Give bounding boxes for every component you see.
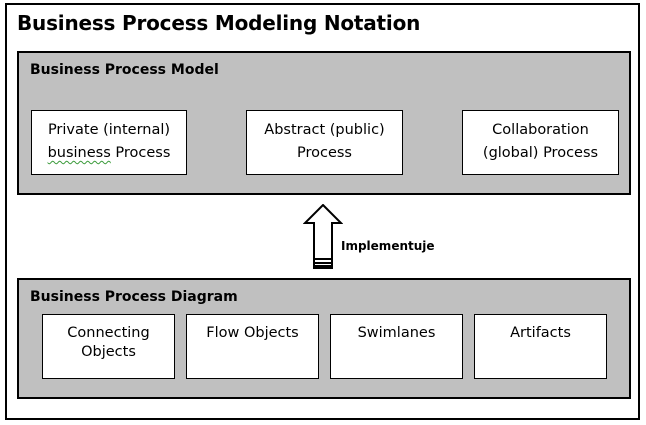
artifacts-box: Artifacts xyxy=(474,314,607,379)
artifacts-label: Artifacts xyxy=(510,325,571,341)
connecting-objects-box: Connecting Objects xyxy=(42,314,175,379)
private-process-box: Private (internal) business Process xyxy=(31,110,187,175)
diagram-panel-title: Business Process Diagram xyxy=(30,289,238,305)
collaboration-process-box: Collaboration (global) Process xyxy=(462,110,619,175)
collaboration-process-line1: Collaboration xyxy=(492,122,589,138)
private-process-line2-a: business xyxy=(47,145,111,161)
private-process-line2-b: Process xyxy=(110,145,171,161)
connecting-objects-line1: Connecting xyxy=(67,325,150,341)
abstract-process-line1: Abstract (public) xyxy=(264,122,385,138)
up-arrow-icon xyxy=(303,204,343,269)
swimlanes-label: Swimlanes xyxy=(357,325,436,341)
connecting-objects-line2: Objects xyxy=(81,344,136,360)
swimlanes-box: Swimlanes xyxy=(330,314,463,379)
arrow-outline xyxy=(303,204,343,269)
private-process-line2: business Process xyxy=(32,142,186,165)
abstract-process-box: Abstract (public) Process xyxy=(246,110,403,175)
private-process-line1: Private (internal) xyxy=(47,122,171,138)
model-panel-title: Business Process Model xyxy=(30,62,219,78)
collaboration-process-line2: (global) Process xyxy=(482,145,599,161)
page-title: Business Process Modeling Notation xyxy=(17,11,421,35)
flow-objects-box: Flow Objects xyxy=(186,314,319,379)
arrow-label: Implementuje xyxy=(341,239,435,253)
abstract-process-line2: Process xyxy=(296,145,352,161)
flow-objects-label: Flow Objects xyxy=(206,325,299,341)
